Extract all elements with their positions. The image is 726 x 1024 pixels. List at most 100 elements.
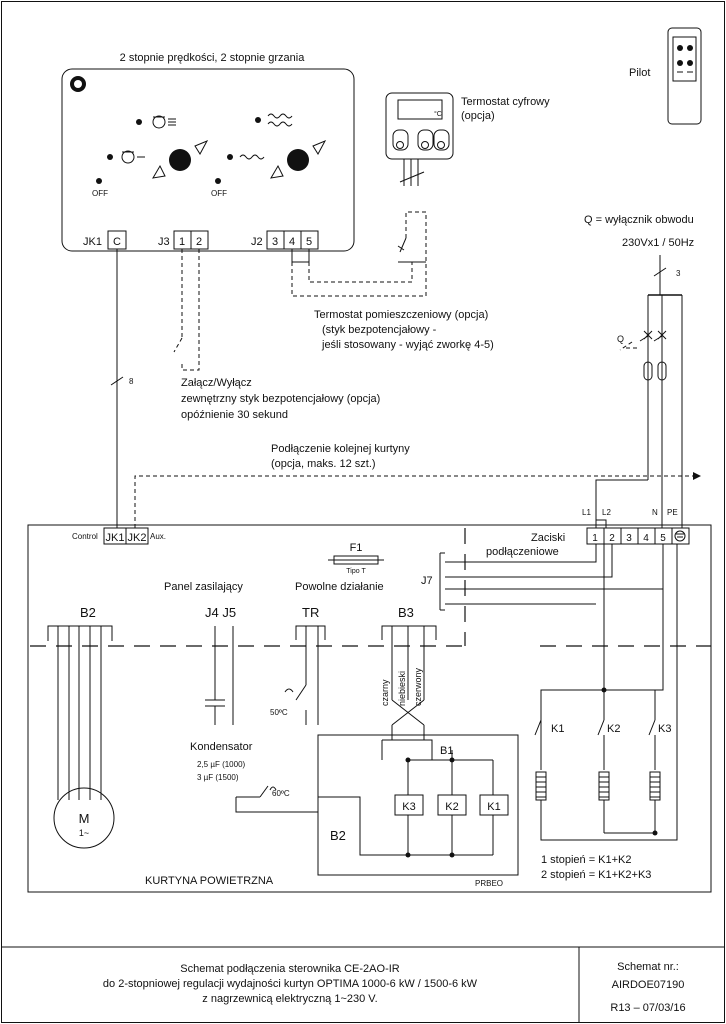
remote-label: Pilot xyxy=(629,67,650,79)
svg-text:TR: TR xyxy=(302,605,319,620)
svg-text:Tipo T: Tipo T xyxy=(346,568,366,575)
heat-high-icon xyxy=(267,113,293,127)
svg-text:K1: K1 xyxy=(487,801,500,813)
svg-text:L2: L2 xyxy=(602,508,611,517)
controller: 2 stopnie prędkości, 2 stopnie grzania O… xyxy=(61,52,355,252)
svg-text:B1: B1 xyxy=(440,745,453,757)
controller-title: 2 stopnie prędkości, 2 stopnie grzania xyxy=(120,52,306,64)
motor-icon xyxy=(53,787,115,849)
svg-text:K3: K3 xyxy=(402,801,415,813)
svg-text:5: 5 xyxy=(306,236,312,248)
svg-text:Powolne działanie: Powolne działanie xyxy=(295,581,384,593)
svg-text:3: 3 xyxy=(676,269,681,278)
svg-text:3: 3 xyxy=(626,533,632,544)
svg-text:PRBEO: PRBEO xyxy=(475,879,503,888)
breaker-q-label: Q xyxy=(617,334,624,344)
supply-label: 230Vx1 / 50Hz xyxy=(622,237,694,249)
svg-text:JK1: JK1 xyxy=(106,532,125,544)
svg-text:Podłączenie kolejnej kurtyny: Podłączenie kolejnej kurtyny xyxy=(271,443,410,455)
svg-text:N: N xyxy=(652,508,658,517)
control-cable: 8 xyxy=(110,249,134,528)
svg-text:(opcja, maks. 12 szt.): (opcja, maks. 12 szt.) xyxy=(271,458,376,470)
jk1-label: JK1 xyxy=(83,236,102,248)
svg-text:1: 1 xyxy=(592,533,598,544)
heat-down-arrow-icon xyxy=(270,164,284,179)
remote-control: Pilot xyxy=(629,27,702,125)
heat-low-icon xyxy=(239,154,265,160)
svg-text:3: 3 xyxy=(272,236,278,248)
curtain-frame xyxy=(27,524,712,893)
air-curtain: Control JK1 JK2 Aux. F1 Tipo T Zaciski p… xyxy=(27,508,712,893)
next-curtain-link: Podłączenie kolejnej kurtyny (opcja, mak… xyxy=(134,443,701,528)
off-label-fan: OFF xyxy=(92,189,108,198)
svg-text:PE: PE xyxy=(667,508,678,517)
svg-text:czarny: czarny xyxy=(380,679,390,706)
schema-label: Schemat nr.: xyxy=(617,961,679,973)
fan-down-arrow-icon xyxy=(152,164,166,179)
svg-text:1: 1 xyxy=(179,236,185,248)
thermostat-label-2: (opcja) xyxy=(461,110,495,122)
svg-text:B2: B2 xyxy=(330,828,346,843)
title-block: Schemat podłączenia sterownika CE-2AO-IR… xyxy=(2,946,724,1022)
j3-external-switch: Załącz/Wyłącz zewnętrzny styk bezpotencj… xyxy=(173,249,380,421)
fan-high-icon xyxy=(152,115,176,129)
svg-text:°C: °C xyxy=(434,110,442,118)
ground-icon xyxy=(674,530,686,542)
footer-line-1: Schemat podłączenia sterownika CE-2AO-IR xyxy=(180,963,400,975)
heater-elements-icon xyxy=(535,771,661,801)
svg-text:3 µF (1500): 3 µF (1500) xyxy=(197,773,239,782)
breaker-area: Q = wyłącznik obwodu 230Vx1 / 50Hz 3 Q xyxy=(584,214,694,528)
svg-text:Załącz/Wyłącz: Załącz/Wyłącz xyxy=(181,377,252,389)
svg-text:czerwony: czerwony xyxy=(413,667,423,706)
curtain-name: KURTYNA POWIETRZNA xyxy=(145,875,274,887)
svg-text:(styk bezpotencjałowy -: (styk bezpotencjałowy - xyxy=(322,324,437,336)
svg-text:K2: K2 xyxy=(607,723,620,735)
svg-text:2: 2 xyxy=(196,236,202,248)
terminal-block: 1 2 3 4 5 xyxy=(586,527,690,545)
fan-low-icon xyxy=(121,150,145,164)
svg-text:K2: K2 xyxy=(445,801,458,813)
j2-label: J2 xyxy=(251,236,263,248)
svg-text:podłączeniowe: podłączeniowe xyxy=(486,546,559,558)
svg-text:J4 J5: J4 J5 xyxy=(205,605,236,620)
thermostat-label-1: Termostat cyfrowy xyxy=(461,96,550,108)
svg-text:K3: K3 xyxy=(658,723,671,735)
heat-knob[interactable] xyxy=(287,149,309,171)
svg-text:niebieski: niebieski xyxy=(397,671,407,706)
svg-text:2: 2 xyxy=(609,533,615,544)
svg-text:1 stopień = K1+K2: 1 stopień = K1+K2 xyxy=(541,854,632,866)
svg-text:Kondensator: Kondensator xyxy=(190,741,253,753)
svg-text:2,5 µF (1000): 2,5 µF (1000) xyxy=(197,760,246,769)
footer-line-3: z nagrzewnicą elektryczną 1~230 V. xyxy=(202,993,377,1005)
svg-text:B2: B2 xyxy=(80,605,96,620)
svg-text:K1: K1 xyxy=(551,723,564,735)
digital-thermostat: °C Termostat cyfrowy (opcja) xyxy=(385,92,550,186)
svg-text:5: 5 xyxy=(660,533,666,544)
fan-knob[interactable] xyxy=(169,149,191,171)
relay-k3 xyxy=(394,794,424,816)
svg-text:J7: J7 xyxy=(421,575,433,587)
relay-k1 xyxy=(479,794,509,816)
svg-text:M: M xyxy=(79,811,90,826)
room-thermostat-wiring: Termostat pomieszczeniowy (opcja) (styk … xyxy=(291,211,494,351)
controller-box xyxy=(61,68,355,252)
heat-up-arrow-icon xyxy=(312,139,327,155)
thermostat-display xyxy=(397,99,443,120)
svg-text:4: 4 xyxy=(289,236,295,248)
off-label-heat: OFF xyxy=(211,189,227,198)
svg-text:F1: F1 xyxy=(350,542,363,554)
prbeo-board xyxy=(317,734,519,876)
svg-text:1~: 1~ xyxy=(79,828,89,838)
capacitor-icon xyxy=(205,699,225,725)
svg-text:2 stopień = K1+K2+K3: 2 stopień = K1+K2+K3 xyxy=(541,869,651,881)
svg-text:8: 8 xyxy=(129,377,134,386)
fan-up-arrow-icon xyxy=(194,139,209,155)
svg-text:Control: Control xyxy=(72,532,98,541)
svg-text:Aux.: Aux. xyxy=(150,532,166,541)
svg-text:C: C xyxy=(113,236,121,248)
svg-text:opóźnienie 30 sekund: opóźnienie 30 sekund xyxy=(181,409,288,421)
svg-text:4: 4 xyxy=(643,533,649,544)
svg-text:60ºC: 60ºC xyxy=(272,789,290,798)
